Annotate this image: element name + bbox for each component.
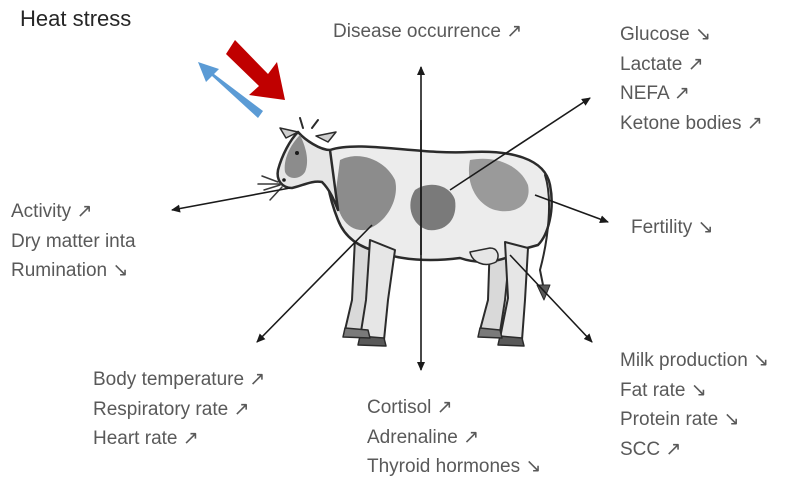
label-group-milk: Milk production ↘ Fat rate ↘ Protein rat…	[620, 346, 769, 464]
diagram-title: Heat stress	[20, 6, 131, 32]
label-group-physiology: Body temperature ↗ Respiratory rate ↗ He…	[93, 365, 265, 454]
label-scc: SCC ↗	[620, 435, 769, 465]
label-milk-production: Milk production ↘	[620, 346, 769, 376]
label-fat-rate: Fat rate ↘	[620, 376, 769, 406]
label-group-hormones: Cortisol ↗ Adrenaline ↗ Thyroid hormones…	[367, 393, 541, 482]
label-fertility: Fertility ↘	[631, 213, 713, 243]
label-activity: Activity ↗	[11, 197, 161, 227]
arrow-behavior	[172, 188, 290, 210]
label-cortisol: Cortisol ↗	[367, 393, 541, 423]
label-group-top: Disease occurrence ↗	[333, 17, 522, 47]
label-lactate: Lactate ↗	[620, 50, 763, 80]
label-protein-rate: Protein rate ↘	[620, 405, 769, 435]
label-dry-matter-intake: Dry matter inta	[11, 227, 161, 257]
label-thyroid-hormones: Thyroid hormones ↘	[367, 452, 541, 482]
label-ketone-bodies: Ketone bodies ↗	[620, 109, 763, 139]
label-glucose: Glucose ↘	[620, 20, 763, 50]
label-group-behavior: Activity ↗ Dry matter inta Rumination ↘	[11, 197, 161, 286]
label-body-temperature: Body temperature ↗	[93, 365, 265, 395]
label-group-metabolites: Glucose ↘ Lactate ↗ NEFA ↗ Ketone bodies…	[620, 20, 763, 138]
heat-stress-arrows	[198, 40, 285, 118]
label-adrenaline: Adrenaline ↗	[367, 423, 541, 453]
label-rumination: Rumination ↘	[11, 256, 161, 286]
label-respiratory-rate: Respiratory rate ↗	[93, 395, 265, 425]
label-nefa: NEFA ↗	[620, 79, 763, 109]
label-heart-rate: Heart rate ↗	[93, 424, 265, 454]
label-disease-occurrence: Disease occurrence ↗	[333, 17, 522, 47]
label-group-fertility: Fertility ↘	[631, 213, 713, 243]
